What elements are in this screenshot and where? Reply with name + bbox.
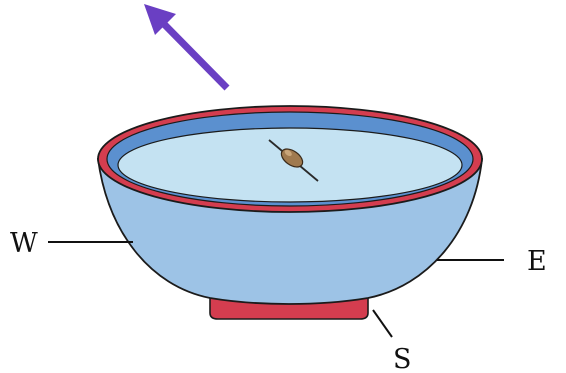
needle-on-cork	[268, 139, 319, 182]
west-marker: W	[10, 228, 133, 259]
east-marker: E	[437, 246, 547, 277]
west-label: W	[10, 228, 38, 259]
arrow-up-left-icon	[144, 4, 230, 91]
east-label: E	[527, 246, 547, 277]
south-marker: S	[372, 309, 412, 373]
south-label: S	[393, 344, 412, 373]
